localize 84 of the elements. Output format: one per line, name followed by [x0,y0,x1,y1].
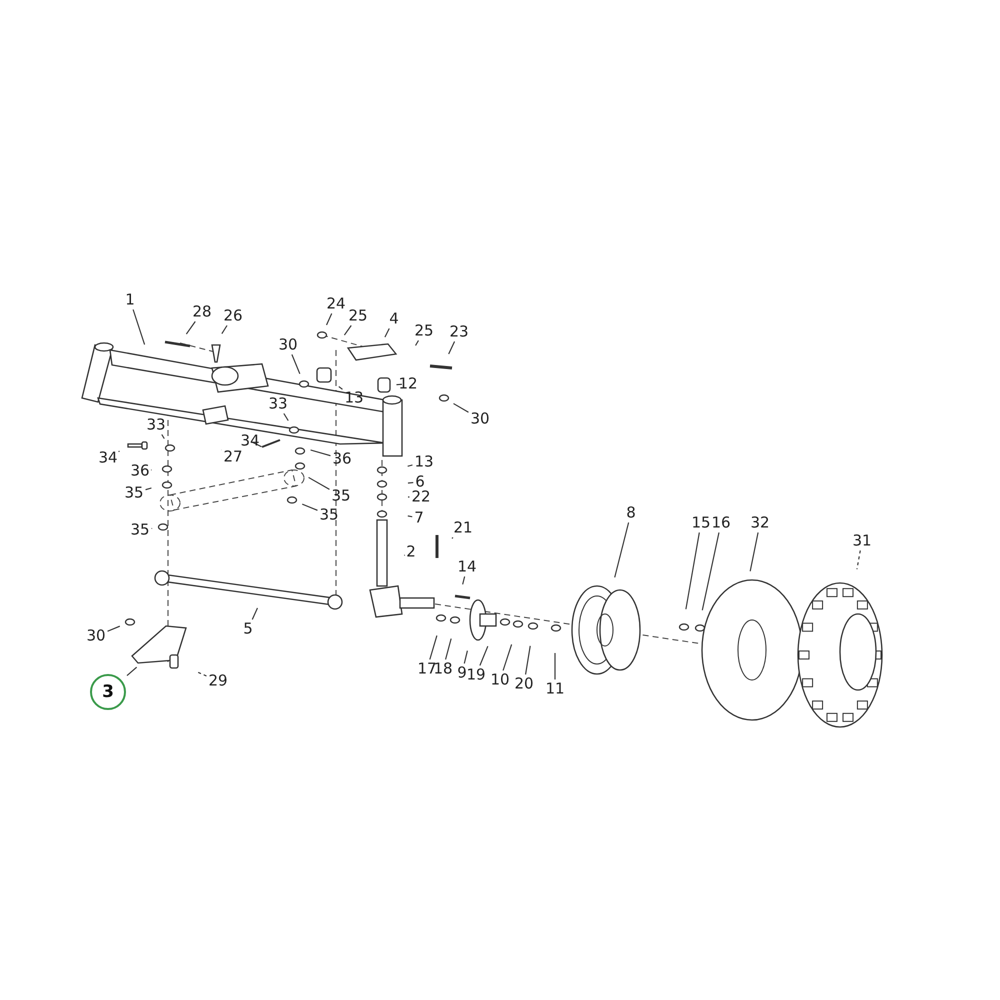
leader-line [452,537,454,539]
callout-number: 14 [456,558,478,576]
leader-line [396,384,402,386]
leader-line [554,653,556,680]
callout-number: 22 [410,488,432,506]
callout-number: 19 [465,666,487,684]
callout-number: 28 [191,304,213,320]
callout-number: 35 [330,488,352,504]
callout-number: 15 [690,514,712,532]
callout-number: 6 [414,474,426,490]
leader-line [856,550,861,570]
leader-line [291,354,300,374]
leader-line [702,532,720,610]
leader-line [448,341,456,354]
callout-number: 11 [544,680,566,698]
callout-number: 30 [277,336,299,354]
callout-number: 31 [851,532,873,550]
callout-number: 12 [397,376,419,392]
callout-number: 30 [85,628,107,644]
callout-number: 25 [413,322,435,340]
callout-number: 13 [413,454,435,470]
callout-number: 30 [469,410,491,428]
callout-number: 36 [331,450,353,468]
leader-line [415,340,419,346]
leader-line [525,646,531,675]
callout-number: 35 [123,484,145,502]
callout-number: 24 [325,296,347,312]
leader-line [384,328,390,338]
leader-line [453,403,469,413]
callout-number: 26 [222,308,244,324]
leader-line [408,464,413,467]
callout-number: 7 [413,510,425,526]
leader-line [252,442,262,448]
callout-number: 29 [207,672,229,690]
leader-line [445,638,452,660]
callout-number: 9 [456,664,468,682]
leader-line [338,386,343,390]
callout-number: 32 [749,514,771,532]
highlighted-callout-number: 3 [90,674,126,710]
leader-line [464,650,468,664]
callout-number: 35 [129,522,151,538]
callout-number: 35 [318,506,340,524]
leader-line [750,532,759,572]
callout-number: 1 [124,292,136,308]
leader-line [308,476,330,490]
leader-line [145,488,152,490]
callout-number: 2 [405,544,417,560]
callout-number: 33 [267,396,289,412]
leader-line [685,532,700,610]
callout-number: 21 [452,520,474,536]
leader-line [118,450,120,452]
leader-line [132,309,146,345]
leader-line [479,646,488,666]
callout-number: 16 [710,514,732,532]
leader-line [326,313,332,326]
leader-line [408,515,412,518]
leader-line [310,450,331,456]
callout-number: 34 [97,450,119,466]
callout-number: 27 [222,448,244,466]
leader-line [252,608,258,620]
callout-number: 23 [448,324,470,340]
leader-line [107,626,120,632]
leader-line [221,325,228,334]
leader-line [161,434,165,439]
leader-line [408,482,414,484]
callout-number: 10 [489,672,511,688]
callout-number: 33 [145,416,167,434]
leader-line [462,576,466,584]
leader-line [126,666,138,676]
leader-line [283,413,289,421]
callout-number: 5 [242,620,254,638]
callout-number: 8 [625,504,637,522]
leader-line [198,672,207,676]
leader-line [344,325,352,336]
leader-line [502,644,512,671]
leader-line [186,321,196,334]
callout-number: 25 [347,308,369,324]
leader-line [614,522,630,578]
callout-number: 34 [239,432,261,450]
leader-line [429,635,438,660]
callout-number: 36 [129,462,151,480]
callout-number: 4 [388,310,400,328]
callout-number: 20 [513,676,535,692]
leader-line [302,504,318,511]
